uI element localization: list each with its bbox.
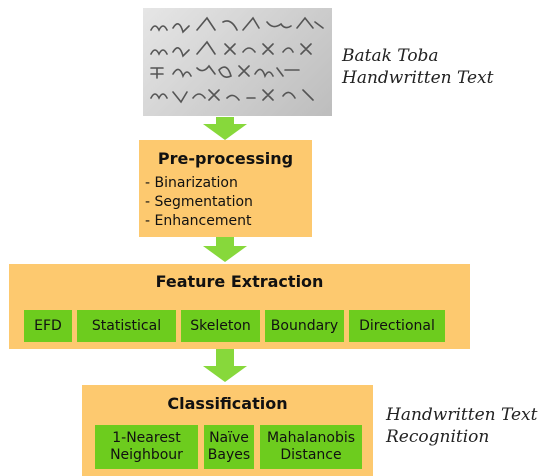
classification-box: Classification 1-Nearest Neighbour Naïve… [82,385,373,476]
arrow-to-classification-shaft [216,349,234,367]
feature-extraction-box: Feature Extraction EFD Statistical Skele… [9,264,470,349]
input-caption-line1: Batak Toba [342,46,439,66]
feature-method-box: EFD [24,310,72,342]
preprocessing-box: Pre-processing - Binarization - Segmenta… [139,140,312,237]
input-caption: Batak Toba Handwritten Text [342,45,493,89]
batak-script-strokes [150,16,324,104]
feature-extraction-title: Feature Extraction [155,272,324,291]
arrow-to-feature-extraction-shaft [216,237,234,247]
feature-method-box: Directional [349,310,445,342]
classifier-box: 1-Nearest Neighbour [95,425,198,469]
feature-method-box: Skeleton [181,310,260,342]
classifier-box: Naïve Bayes [204,425,254,469]
feature-method-box: Boundary [265,310,344,342]
arrow-to-feature-extraction-head [203,246,247,262]
feature-method-box: Statistical [77,310,176,342]
arrow-to-preprocessing-head [203,124,247,140]
classifier-box: Mahalanobis Distance [260,425,362,469]
preprocessing-step: - Enhancement [145,213,252,229]
preprocessing-title: Pre-processing [157,149,294,168]
input-caption-line2: Handwritten Text [342,68,494,88]
preprocessing-step: - Segmentation [145,194,253,210]
output-caption-line1: Handwritten Text [386,405,538,425]
output-caption-line2: Recognition [386,427,490,447]
output-caption: Handwritten Text Recognition [386,404,537,448]
arrow-to-classification-head [203,366,247,382]
classification-title: Classification [167,394,288,413]
preprocessing-step: - Binarization [145,175,238,191]
handwritten-sample-image [143,8,332,116]
arrow-to-preprocessing-shaft [216,117,234,125]
